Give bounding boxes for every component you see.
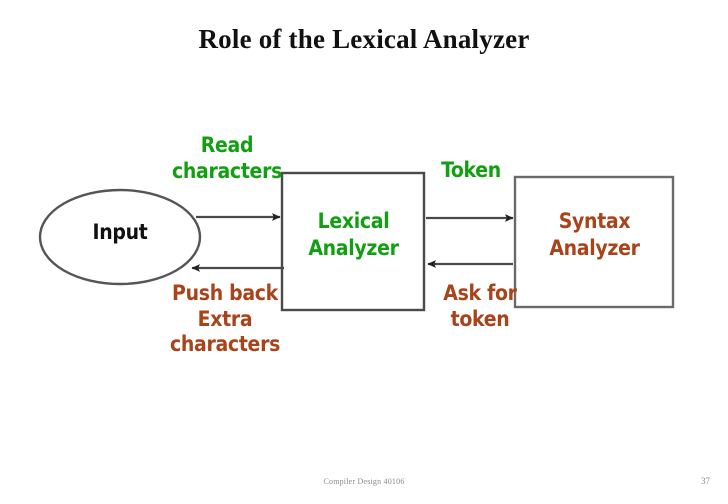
- edge-token-label: Token: [441, 158, 501, 182]
- node-syntax-analyzer-label: Syntax Analyzer: [516, 208, 673, 262]
- node-syntax-analyzer-label-line2: Analyzer: [549, 235, 640, 260]
- node-lexical-analyzer-box: [280, 171, 426, 312]
- node-lexical-analyzer-label-line2: Analyzer: [308, 235, 399, 260]
- edge-read-characters-label-line2: characters: [171, 158, 283, 183]
- edge-push-back-label-line2: Extra: [197, 306, 253, 331]
- node-syntax-analyzer-label-line1: Syntax: [558, 209, 631, 233]
- node-input-ellipse: [38, 188, 202, 286]
- edge-push-back-label-line1: Push back: [172, 281, 278, 305]
- edge-push-back-label-line3: characters: [169, 332, 281, 357]
- footer-note: Compiler Design 40106: [323, 477, 405, 486]
- node-syntax-analyzer-box: [513, 175, 675, 309]
- edge-ask-for-token-label-line2: token: [450, 306, 510, 331]
- edge-read-characters-label-line1: Read: [200, 133, 254, 157]
- node-lexical-analyzer-label: Lexical Analyzer: [283, 208, 424, 262]
- edge-push-back-label: Push back Extra characters: [155, 281, 295, 358]
- edge-read-characters-label: Read characters: [163, 133, 291, 184]
- page-title: Role of the Lexical Analyzer: [198, 24, 530, 54]
- edge-ask-for-token-label-line1: Ask for: [443, 281, 517, 305]
- page-number: 37: [701, 476, 710, 486]
- node-lexical-analyzer-label-line1: Lexical: [317, 209, 390, 233]
- edge-ask-for-token-label: Ask for token: [425, 281, 535, 332]
- node-input-label: Input: [92, 220, 148, 244]
